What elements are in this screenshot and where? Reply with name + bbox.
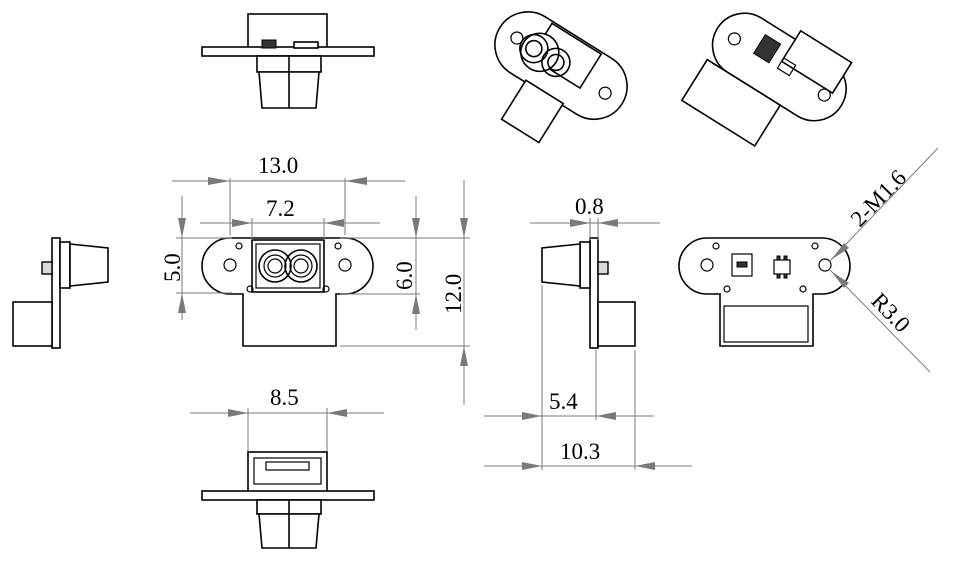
dim-6-0: 6.0 — [392, 261, 417, 290]
dim-8-5: 8.5 — [270, 385, 299, 410]
left-side-view — [12, 237, 109, 349]
dim-7-2: 7.2 — [266, 196, 295, 221]
isometric-front-view — [494, 11, 628, 144]
dim-radius-r3-0: R3.0 — [866, 288, 915, 337]
bottom-view — [190, 408, 384, 549]
top-view — [201, 13, 375, 109]
rear-view — [678, 147, 939, 373]
dim-12-0: 12.0 — [441, 274, 466, 314]
dim-10-3: 10.3 — [560, 439, 600, 464]
dim-5-4: 5.4 — [549, 389, 578, 414]
right-side-view — [484, 218, 692, 470]
dim-5-0: 5.0 — [160, 253, 185, 282]
isometric-back-view — [680, 12, 853, 148]
dim-13-0: 13.0 — [258, 153, 298, 178]
front-view-dimension-lines — [172, 177, 470, 405]
dim-0-8: 0.8 — [575, 194, 604, 219]
front-view — [201, 237, 374, 347]
dim-thread-m1-6: 2-M1.6 — [846, 165, 911, 232]
